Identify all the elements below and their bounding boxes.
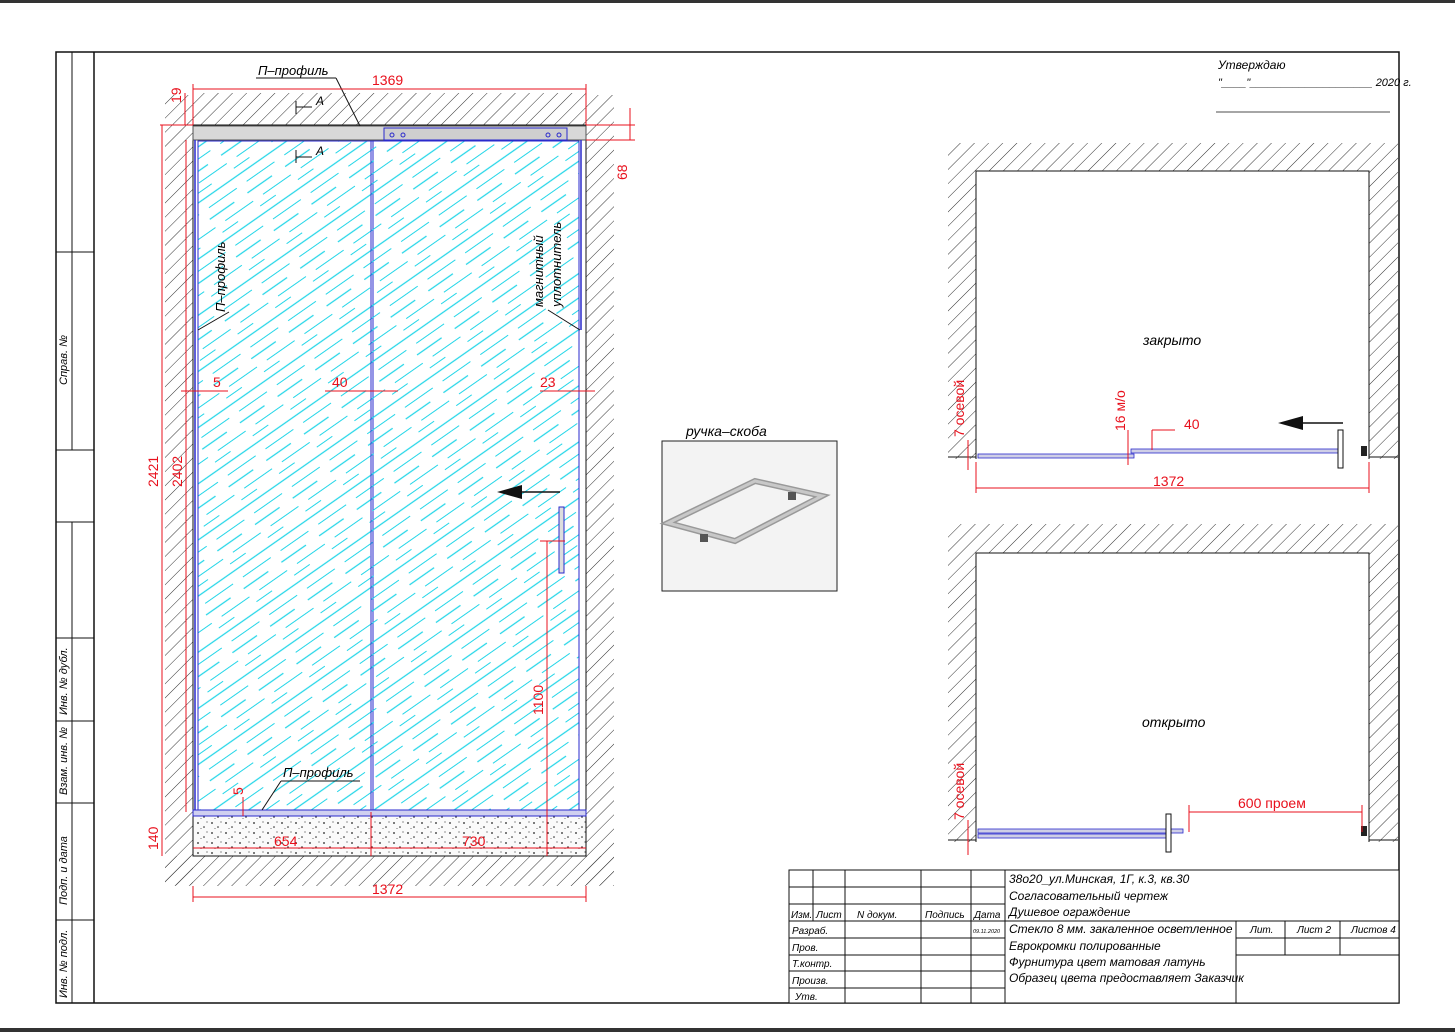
dim-door-panel: 730 (462, 833, 486, 849)
dim-right-gap: 23 (540, 374, 556, 390)
front-dimensions (160, 84, 635, 902)
dim-top-gap: 19 (168, 87, 184, 103)
tb-sheets: Листов 4 (1350, 925, 1396, 936)
handle-bracket-image (659, 477, 831, 545)
open-fixed-glass (977, 833, 1169, 839)
closed-width: 1372 (1153, 473, 1184, 489)
wall-right (586, 95, 614, 885)
tb-col-list: Лист (815, 910, 842, 921)
tb-col-ndok: N докум. (857, 910, 897, 921)
section-mark-label-bottom: А (315, 144, 324, 158)
dim-floor-step: 140 (145, 826, 161, 850)
front-dimension-values: 1369 19 68 2421 2402 5 40 23 1100 5 140 … (145, 72, 630, 897)
dim-rail-height: 68 (614, 164, 630, 180)
bottom-profile-label: П–профиль (283, 765, 354, 780)
tb-row-razrab: Разраб. (792, 925, 828, 937)
side-inv-dubl: Инв. № дубл. (58, 647, 70, 715)
door-glass-panel (370, 140, 580, 813)
tb-row-utv: Утв. (794, 992, 818, 1003)
open-opening: 600 проем (1238, 795, 1306, 811)
section-mark-a: А А (295, 94, 324, 163)
seal-label-2: уплотнитель (549, 222, 564, 308)
tb-line1: 38о20_ул.Минская, 1Г, к.3, кв.30 (1009, 872, 1190, 886)
floor-hatch (165, 856, 614, 886)
handle-label: ручка–скоба (685, 423, 767, 439)
side-strip: Справ. № Инв. № дубл. Взам. инв. № Подп.… (58, 335, 70, 998)
dim-fixed-panel: 654 (274, 833, 298, 849)
tb-line6: Фурнитура цвет матовая латунь (1009, 955, 1206, 969)
tb-row-tkontr: Т.контр. (792, 959, 832, 970)
tb-col-izm: Изм. (791, 910, 812, 921)
side-vzam: Взам. инв. № (58, 727, 70, 795)
side-sprav: Справ. № (58, 335, 70, 385)
closed-label: закрыто (1142, 332, 1201, 348)
tb-date-value: 09.11.2020 (973, 929, 1001, 935)
ceiling (193, 93, 586, 125)
seal-label-1: магнитный (531, 235, 546, 307)
closed-fixed-glass (977, 453, 1135, 459)
dim-total-height: 2421 (145, 456, 161, 487)
front-view: А А П–профиль П–профиль магнитный уплотн… (145, 63, 635, 902)
side-podp-data: Подп. и дата (58, 836, 70, 905)
tb-row-proizv: Произв. (792, 976, 829, 987)
fixed-glass-panel (197, 140, 374, 813)
dim-left-gap: 5 (213, 374, 221, 390)
closed-seal-label: 16 м/о (1112, 390, 1128, 431)
approval-stamp: Утверждаю "____"____________________ 202… (1216, 58, 1412, 113)
tb-col-data: Дата (973, 910, 1001, 921)
tb-line7: Образец цвета предоставляет Заказчик (1009, 971, 1245, 985)
floor-concrete (192, 815, 587, 857)
open-door-glass (977, 828, 1184, 834)
tb-lit: Лит. (1249, 925, 1273, 936)
tb-line2: Согласовательный чертеж (1009, 889, 1169, 903)
tb-sheet: Лист 2 (1296, 925, 1332, 936)
tb-line3: Душевое ограждение (1007, 905, 1131, 919)
dim-overall-width-top: 1369 (372, 72, 403, 88)
top-profile-label: П–профиль (258, 63, 329, 78)
rail-bracket (383, 127, 568, 141)
plan-closed: закрыто 7 осевой 16 м/о 40 1372 (948, 143, 1398, 493)
side-inv-podl: Инв. № подл. (58, 930, 70, 998)
handle-image-frame (661, 440, 838, 592)
closed-overlap: 40 (1184, 416, 1200, 432)
closed-axis-label: 7 осевой (951, 380, 967, 437)
open-label: открыто (1142, 714, 1206, 730)
wall-left (165, 95, 193, 885)
open-axis-label: 7 осевой (951, 763, 967, 820)
section-mark-label-top: А (315, 94, 324, 108)
dim-overlap: 40 (332, 374, 348, 390)
approval-date-line: "____"____________________ 2020 г. (1218, 77, 1412, 89)
tb-line4: Стекло 8 мм. закаленное осветленное (1009, 922, 1233, 936)
dim-bottom-gap: 5 (230, 787, 246, 795)
closed-door-glass (1130, 448, 1342, 454)
tb-col-podpis: Подпись (925, 910, 965, 921)
approval-title: Утверждаю (1217, 58, 1285, 72)
slide-direction-arrow (497, 485, 560, 499)
dim-glass-height: 2402 (169, 456, 185, 487)
title-block (788, 869, 1400, 1004)
sheet-frame (55, 51, 1400, 1004)
tb-line5: Еврокромки полированные (1009, 939, 1161, 953)
plan-open: открыто 7 осевой 600 проем (948, 524, 1398, 855)
dim-overall-width-bottom: 1372 (372, 881, 403, 897)
handle-view: ручка–скоба (659, 423, 838, 592)
bottom-profile (192, 809, 587, 817)
title-block-text: 38о20_ул.Минская, 1Г, к.3, кв.30 Согласо… (791, 872, 1396, 1003)
left-profile-label: П–профиль (213, 241, 228, 312)
door-handle (558, 506, 565, 574)
dim-handle-height: 1100 (530, 685, 546, 715)
tb-row-prov: Пров. (792, 943, 818, 954)
